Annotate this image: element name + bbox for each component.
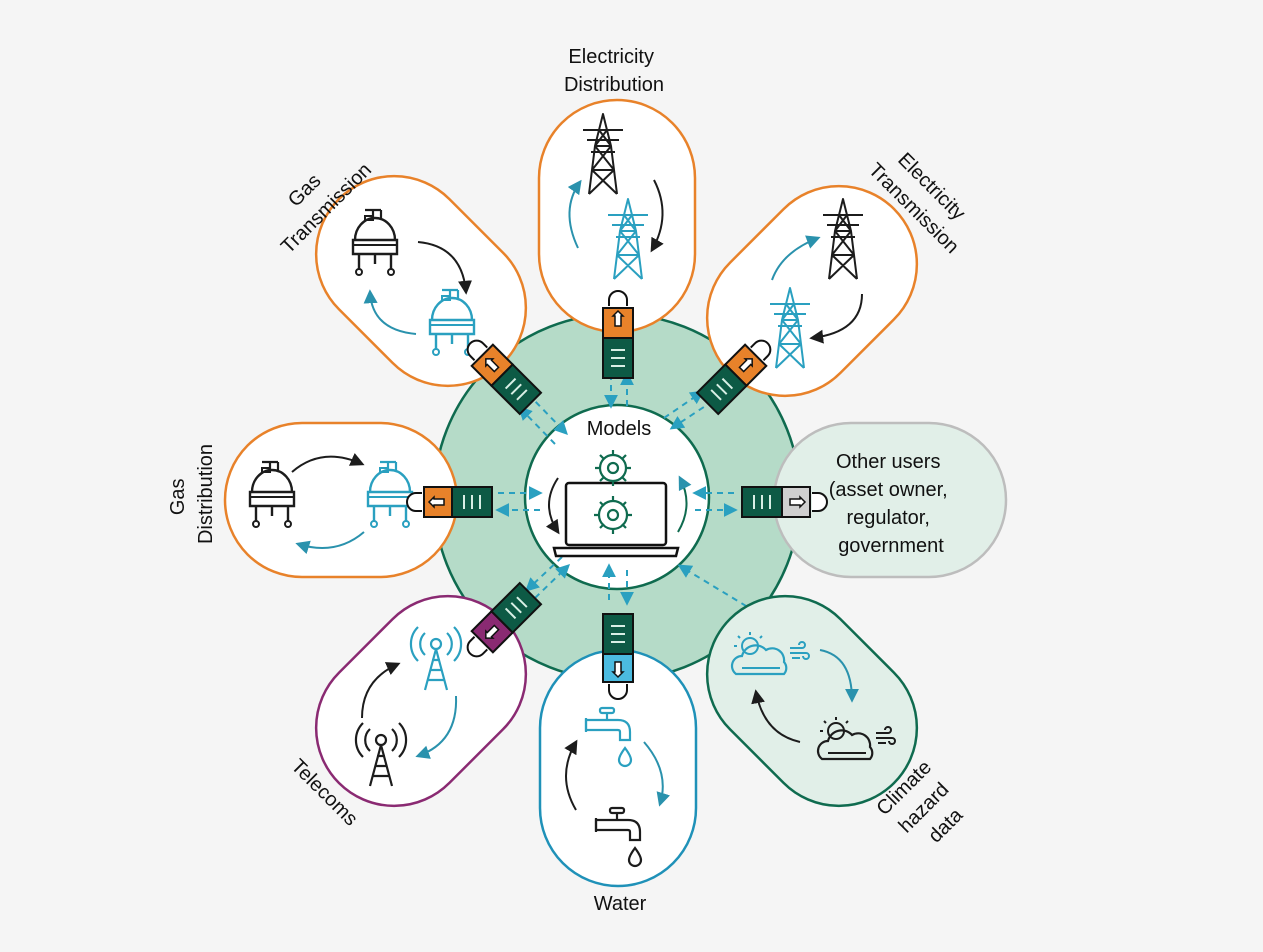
- sector-other-users: Other users (asset owner, regulator, gov…: [772, 421, 1008, 579]
- connector-lock-electricity-distribution: [602, 290, 634, 379]
- data-flow-arrows: [495, 371, 757, 613]
- sector-climate-hazard-data: Climate hazard data: [705, 594, 968, 847]
- connector-lock-gas-distribution: [406, 486, 493, 518]
- laptop-with-gears-icon: [545, 450, 692, 558]
- sector-label: Water: [594, 893, 647, 915]
- sector-label: Electricity Distribution: [564, 46, 664, 96]
- connector-lock-electricity-transmission: [695, 339, 772, 416]
- sector-electricity-distribution: Electricity Distribution: [537, 46, 697, 334]
- connector-lock-gas-transmission: [466, 339, 543, 416]
- sector-water: Water: [538, 648, 698, 915]
- other-users-label: Other users (asset owner, regulator, gov…: [829, 451, 954, 557]
- connector-lock-telecoms: [466, 581, 543, 658]
- center-label: Models: [587, 418, 651, 440]
- sector-gas-distribution: Gas Distribution: [167, 421, 459, 579]
- connector-lock-water: [602, 613, 634, 700]
- sector-label: Gas Distribution: [167, 444, 217, 544]
- connector-lock-other-users: [741, 486, 828, 518]
